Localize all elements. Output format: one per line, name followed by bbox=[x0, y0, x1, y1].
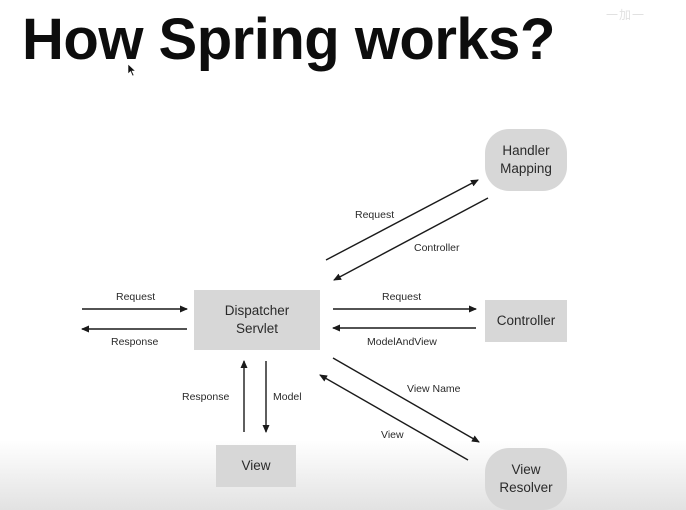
view-label: View bbox=[241, 458, 271, 473]
slide-background-fade bbox=[0, 440, 686, 510]
watermark: 一加一 bbox=[606, 8, 646, 22]
arrow-resolver-view bbox=[319, 374, 469, 461]
dispatcher-servlet-node: Dispatcher Servlet bbox=[194, 290, 320, 350]
arrow-resolver-view-name bbox=[332, 357, 480, 443]
edge-label-view: View bbox=[381, 429, 404, 441]
edge-label-view-model: Model bbox=[273, 391, 302, 403]
view-resolver-label: View Resolver bbox=[499, 462, 553, 495]
edge-label-view-name: View Name bbox=[407, 383, 461, 395]
mouse-cursor-icon bbox=[127, 63, 137, 77]
edge-label-client-response: Response bbox=[111, 336, 159, 348]
handler-mapping-node: Handler Mapping bbox=[485, 129, 567, 191]
view-node: View bbox=[216, 445, 296, 487]
arrow-handler-request bbox=[325, 179, 479, 261]
edge-label-model-and-view: ModelAndView bbox=[367, 336, 437, 348]
arrow-handler-controller bbox=[333, 197, 489, 281]
controller-node: Controller bbox=[485, 300, 567, 342]
handler-mapping-label: Handler Mapping bbox=[500, 143, 552, 176]
edge-label-view-response: Response bbox=[182, 391, 230, 403]
view-resolver-node: View Resolver bbox=[485, 448, 567, 510]
slide-title: How Spring works? bbox=[22, 7, 555, 72]
edge-label-controller-request: Request bbox=[382, 291, 422, 303]
controller-label: Controller bbox=[496, 313, 556, 328]
edge-label-handler-controller: Controller bbox=[414, 242, 460, 254]
edge-label-client-request: Request bbox=[116, 291, 156, 303]
dispatcher-servlet-label: Dispatcher Servlet bbox=[224, 303, 290, 336]
edge-label-handler-request: Request bbox=[355, 209, 395, 221]
